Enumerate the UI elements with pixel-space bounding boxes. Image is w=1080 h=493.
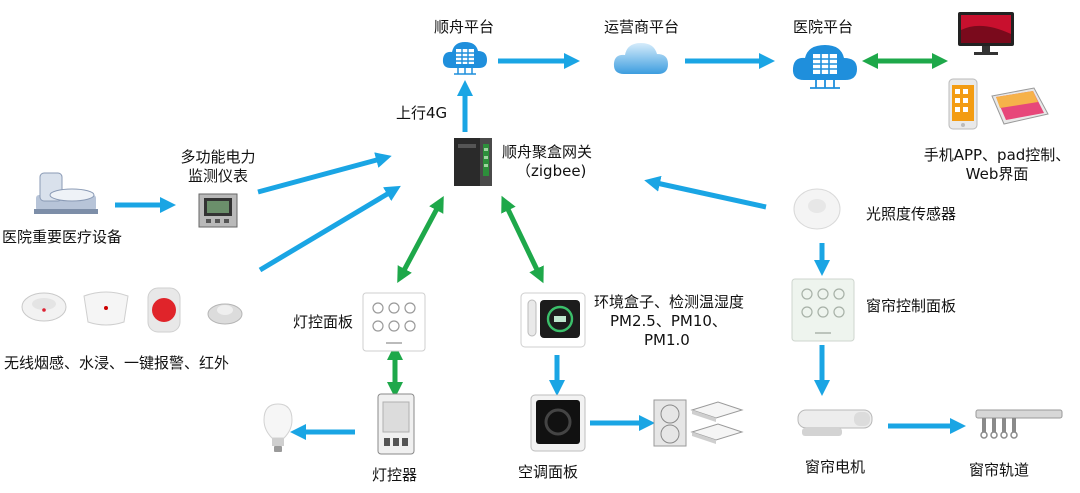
- environment-box-icon: [520, 292, 586, 348]
- curtain-motor-icon: [797, 409, 873, 436]
- power-meter-label: 多功能电力 监测仪表: [180, 148, 256, 185]
- ac-panel-icon: [530, 394, 586, 452]
- clients-label: 手机APP、pad控制、 Web界面: [923, 146, 1071, 183]
- tablet-icon: [991, 87, 1049, 125]
- light-panel-icon: [362, 292, 426, 352]
- arrow-meter-to-gateway: [257, 152, 392, 195]
- light-controller-icon: [377, 393, 415, 455]
- gateway-icon: [454, 138, 492, 186]
- curtain-motor-label: 窗帘电机: [805, 458, 866, 476]
- light-bulb-icon: [263, 403, 293, 452]
- cloud-icon: [613, 43, 668, 74]
- curtain-panel-icon: [791, 278, 855, 342]
- infrared-sensor-icon: [207, 303, 243, 325]
- curtain-track-icon: [975, 409, 1063, 439]
- smoke-detector-icon: [21, 292, 67, 322]
- light-panel-label: 灯控面板: [293, 313, 354, 331]
- server-cloud-icon: [792, 45, 857, 89]
- uplink-4g-label: 上行4G: [396, 104, 448, 122]
- power-meter-icon: [198, 193, 238, 228]
- arrow-lightsensor-to-gateway: [644, 175, 767, 210]
- server-cloud-icon: [442, 42, 487, 75]
- phone-icon: [948, 78, 978, 130]
- wireless-sensors-icons: [21, 287, 243, 333]
- gateway-label: 顺舟聚盒网关 （zigbee): [502, 143, 593, 180]
- ac-panel-label: 空调面板: [518, 463, 579, 481]
- air-conditioner-icon: [653, 399, 744, 447]
- curtain-panel-label: 窗帘控制面板: [866, 297, 957, 315]
- operator-platform-label: 运营商平台: [604, 18, 680, 36]
- curtain-track-label: 窗帘轨道: [969, 461, 1030, 479]
- water-sensor-icon: [83, 291, 129, 326]
- light-sensor-icon: [793, 188, 841, 230]
- arrow-gateway-envbox: [501, 195, 544, 284]
- monitor-icon: [958, 12, 1014, 55]
- alarm-button-icon: [147, 287, 181, 333]
- shunzhou-platform-label: 顺舟平台: [434, 18, 495, 36]
- light-sensor-label: 光照度传感器: [866, 205, 957, 223]
- medical-equipment-icon: [34, 172, 98, 214]
- environment-box-label: 环境盒子、检测温湿度 PM2.5、PM10、 PM1.0: [594, 293, 745, 349]
- arrow-sensors-to-gateway: [258, 185, 401, 273]
- arrow-gateway-lightpanel: [397, 195, 444, 284]
- wireless-sensors-label: 无线烟感、水浸、一键报警、红外: [4, 354, 230, 372]
- light-controller-label: 灯控器: [372, 466, 418, 484]
- hospital-platform-label: 医院平台: [793, 18, 854, 36]
- medical-equipment-label: 医院重要医疗设备: [2, 228, 123, 246]
